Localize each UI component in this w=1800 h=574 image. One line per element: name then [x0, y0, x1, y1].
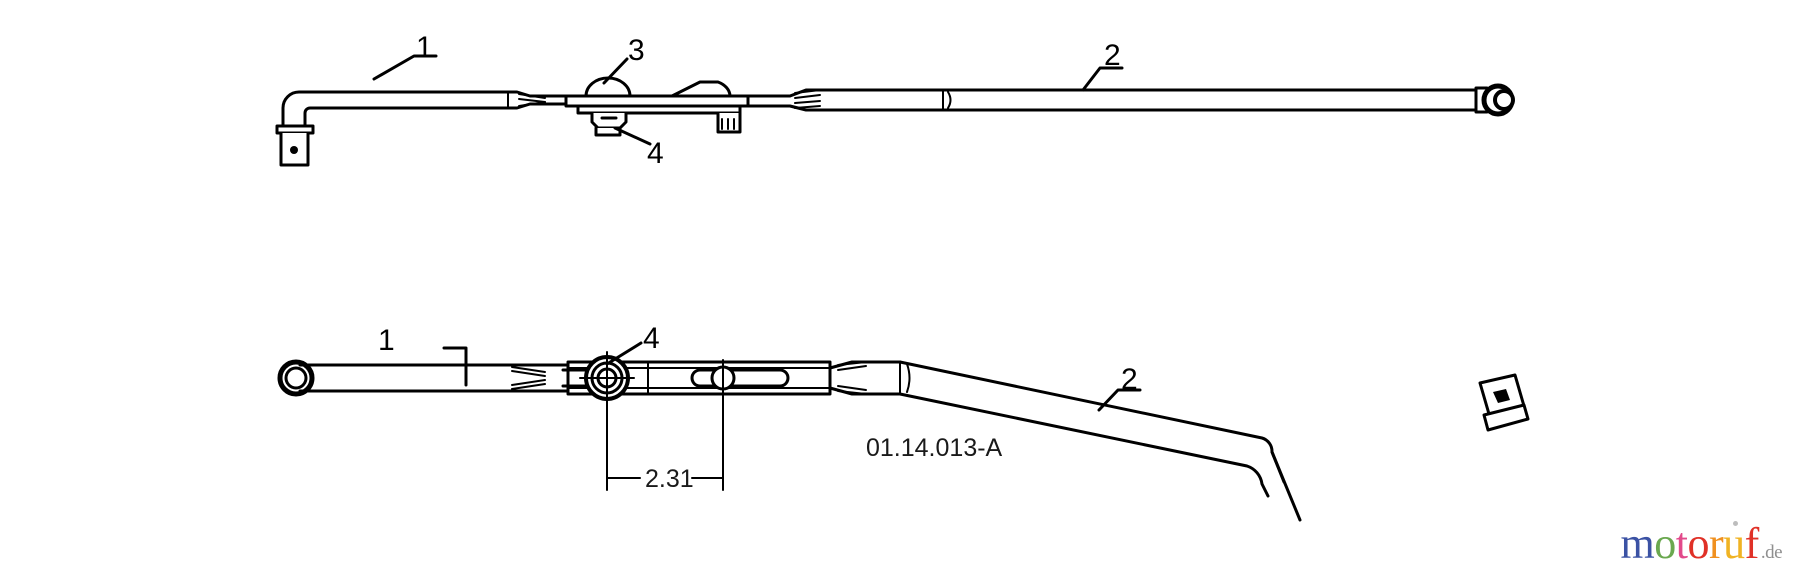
dimension-2-31: [606, 395, 724, 491]
lower-thread-right: [828, 360, 902, 396]
logo-letter-f: f: [1744, 519, 1760, 568]
upper-left-clevis: [275, 90, 506, 167]
lower-rod-right: [898, 360, 1286, 498]
logo-letter-t: t: [1675, 519, 1688, 568]
upper-turnbuckle: [564, 76, 750, 137]
upper-assembly: [275, 54, 1515, 167]
logo-letter-r: r: [1709, 519, 1724, 568]
callout-label-top-2: 2: [1104, 39, 1121, 72]
lower-callout-leaders: [442, 341, 1142, 412]
lower-left-eye: [277, 359, 315, 397]
drawing-number: 01.14.013-A: [866, 434, 1003, 462]
lower-turnbuckle-body: [561, 351, 832, 405]
callout-label-top-1: 1: [416, 31, 433, 64]
dimension-value: 2.31: [645, 465, 694, 493]
callout-label-top-3: 3: [628, 34, 645, 67]
callout-label-top-4: 4: [647, 137, 664, 170]
callout-label-bot-2: 2: [1121, 363, 1138, 396]
callout-label-bot-4: 4: [643, 322, 660, 355]
upper-callout-leaders: [372, 54, 1124, 146]
logo-dot: [1733, 521, 1738, 526]
upper-rod-long: [828, 88, 1478, 112]
upper-ball-socket: [1474, 83, 1515, 117]
lower-assembly: [277, 341, 1530, 522]
motoruf-logo: m o t o r u f .de: [1620, 519, 1783, 568]
lower-right-clevis: [1270, 373, 1530, 522]
logo-letter-o2: o: [1687, 519, 1710, 568]
logo-letter-m: m: [1620, 519, 1655, 568]
logo-letter-u: u: [1723, 519, 1745, 568]
upper-rod-right: [746, 88, 832, 112]
logo-letter-o1: o: [1654, 519, 1676, 568]
callout-label-bot-1: 1: [378, 324, 395, 357]
upper-rod-left: [502, 90, 568, 110]
logo-suffix: .de: [1760, 542, 1783, 563]
